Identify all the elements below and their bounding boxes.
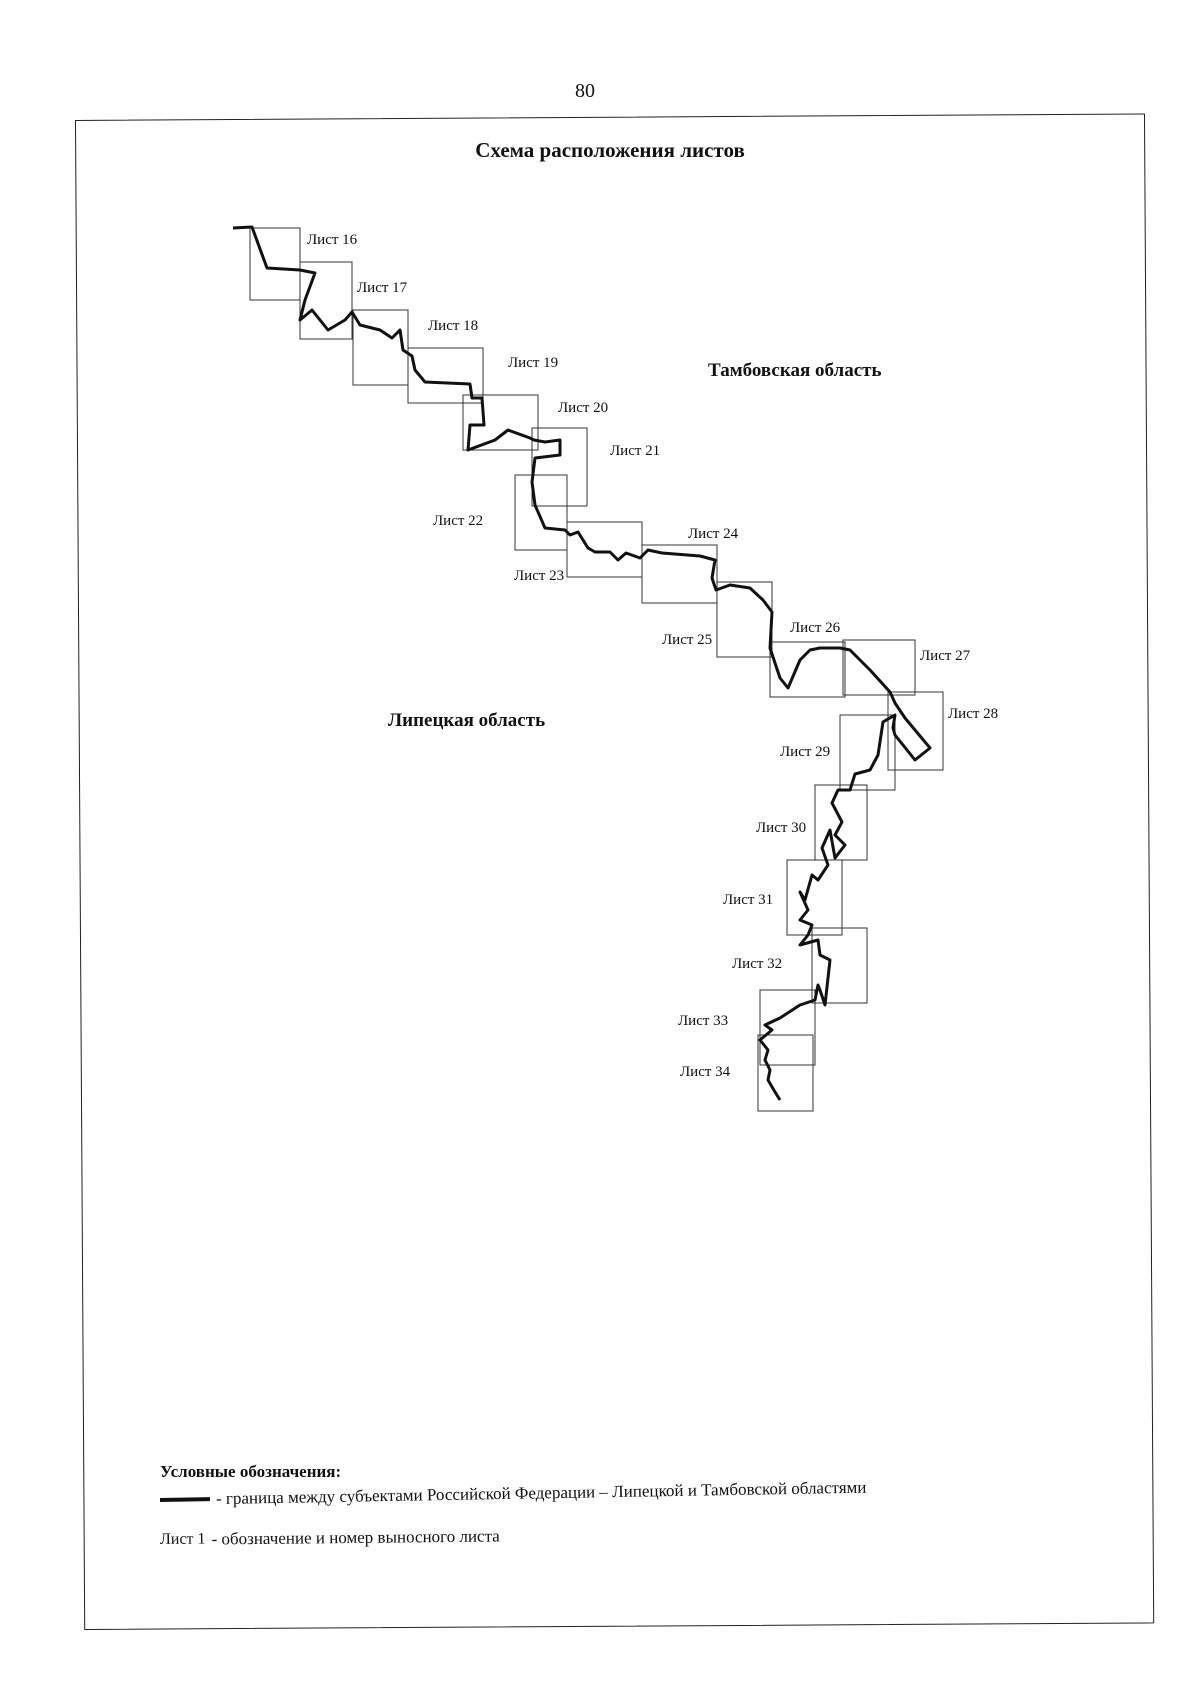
sheet-17-frame (299, 261, 353, 340)
sheet-label-16: Лист 16 (307, 232, 358, 248)
sheet-29-frame (839, 714, 896, 791)
sheet-label-20: Лист 20 (558, 400, 608, 416)
sheet-label-24: Лист 24 (688, 526, 739, 542)
region-boundary-line (232, 225, 932, 1101)
sheet-label-30: Лист 30 (756, 820, 806, 836)
region-label-lipetsk: Липецкая область (388, 710, 546, 731)
sheet-19-frame (407, 347, 484, 404)
legend-sheet-text: - обозначение и номер выносного листа (211, 1526, 500, 1549)
sheet-33-frame (759, 989, 816, 1066)
sheet-label-21: Лист 21 (610, 443, 660, 459)
sheet-label-34: Лист 34 (680, 1064, 731, 1080)
legend-sheet-sample: Лист 1 (159, 1530, 206, 1548)
sheet-18-frame (352, 309, 409, 386)
sheet-32-frame (811, 927, 868, 1004)
page-number: 80 (575, 80, 595, 102)
sheet-24-frame (641, 544, 718, 604)
sheet-22-frame (514, 474, 568, 551)
sheet-label-33: Лист 33 (678, 1013, 728, 1029)
region-label-tambov: Тамбовская область (708, 360, 882, 381)
sheet-label-23: Лист 23 (514, 568, 564, 584)
sheet-label-18: Лист 18 (428, 318, 478, 334)
sheet-26-frame (769, 641, 846, 698)
sheet-label-29: Лист 29 (780, 744, 830, 760)
sheet-label-25: Лист 25 (662, 632, 712, 648)
sheet-25-frame (716, 581, 773, 658)
sheet-31-frame (786, 859, 843, 936)
legend-title: Условные обозначения: (160, 1462, 342, 1481)
sheet-label-27: Лист 27 (920, 648, 971, 664)
sheet-20-frame (462, 394, 539, 451)
sheet-label-17: Лист 17 (357, 280, 408, 296)
sheet-label-22: Лист 22 (433, 513, 483, 529)
sheet-34-frame (757, 1034, 814, 1112)
sheet-label-28: Лист 28 (948, 706, 998, 722)
sheet-27-frame (842, 639, 916, 696)
legend-boundary-line-sample (159, 1497, 211, 1502)
map-title: Схема расположения листов (475, 138, 745, 162)
sheet-21-frame (531, 427, 588, 507)
sheet-label-31: Лист 31 (723, 892, 773, 908)
legend-sheet-row: Лист 1 - обозначение и номер выносного л… (160, 1526, 500, 1550)
sheet-label-19: Лист 19 (508, 355, 558, 371)
sheet-28-frame (887, 691, 944, 771)
sheet-label-32: Лист 32 (732, 956, 782, 972)
sheet-23-frame (566, 521, 643, 578)
sheet-label-26: Лист 26 (790, 620, 841, 636)
